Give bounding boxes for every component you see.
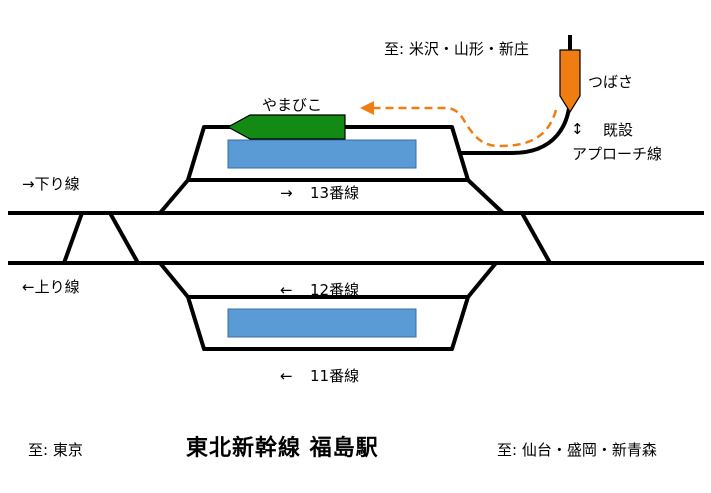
crossover-left-1 (62, 212, 84, 264)
page-title: 東北新幹線 福島駅 (186, 436, 379, 461)
approach-label-line1: 既設 (603, 121, 634, 139)
track-12-text: 12番線 (310, 281, 360, 299)
approach-arrow: ↕ (571, 120, 584, 138)
platform-lower (227, 308, 417, 338)
yamabiko-label: やまびこ (262, 96, 323, 114)
track-11-label: ← 11番線 (280, 367, 359, 385)
track-13-text: 13番線 (310, 184, 360, 202)
track-13-label: → 13番線 (280, 184, 359, 202)
track-11-text: 11番線 (310, 367, 360, 385)
direction-north-label: 至: 仙台・盛岡・新青森 (497, 441, 657, 459)
right-arrow-icon: → (280, 184, 293, 202)
down-line-text: 下り線 (34, 175, 80, 193)
crossover-right (520, 212, 552, 264)
right-arrow-icon: → (22, 175, 35, 193)
platform-upper (227, 139, 417, 169)
tsubasa-label: つばさ (588, 73, 634, 91)
approach-label-line2: アプローチ線 (572, 145, 663, 163)
left-arrow-icon: ← (280, 367, 293, 385)
up-line-label: ←上り線 (22, 278, 80, 296)
tsubasa-route-arrowhead (360, 101, 374, 115)
tsubasa-train (559, 49, 581, 114)
up-line-text: 上り線 (34, 278, 80, 296)
crossover-left-2 (108, 212, 140, 264)
track-11-siding (158, 261, 498, 351)
left-arrow-icon: ← (280, 281, 293, 299)
tsubasa-route-dashed (372, 106, 558, 148)
left-arrow-icon: ← (22, 278, 35, 296)
down-line-label: →下り線 (22, 175, 80, 193)
track-12-label: ← 12番線 (280, 281, 359, 299)
direction-tokyo-label: 至: 東京 (28, 441, 83, 459)
yamabiko-train (226, 114, 346, 140)
direction-yamagata-label: 至: 米沢・山形・新庄 (384, 40, 529, 58)
